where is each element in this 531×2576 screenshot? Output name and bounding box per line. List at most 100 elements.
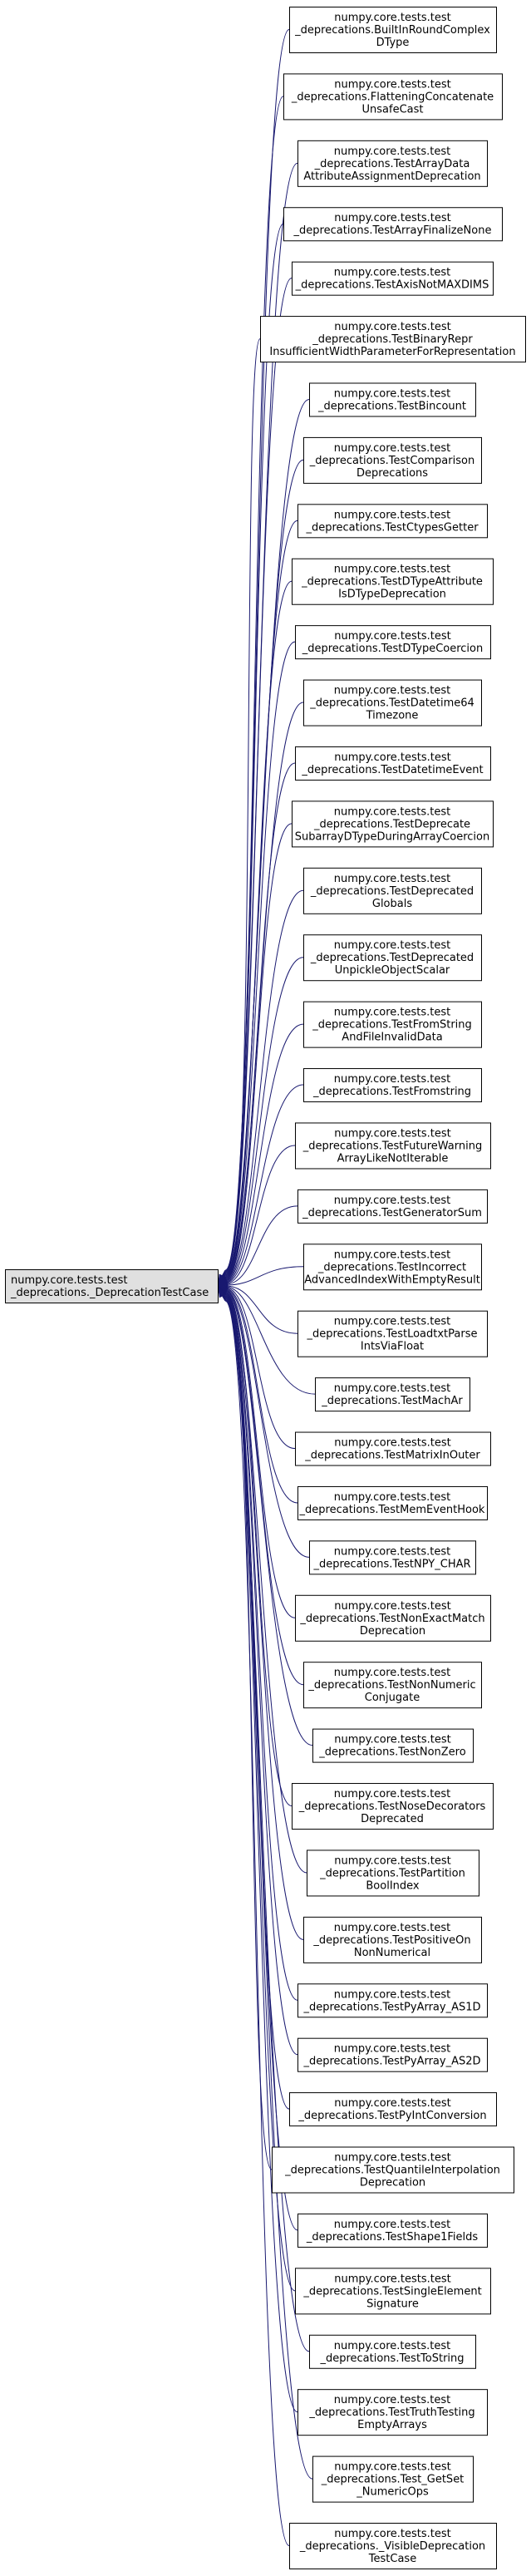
class-box — [289, 2092, 497, 2127]
class-name-line: _deprecations.TestDeprecate — [313, 818, 470, 830]
class-name-line: Deprecation — [360, 1625, 425, 1638]
node-test-matrix-in-outer[interactable]: numpy.core.tests.test_deprecations.TestM… — [295, 1431, 491, 1466]
class-box — [292, 558, 494, 605]
inheritance-edge — [224, 957, 304, 1283]
node-test-deprecated-unpickle-object-scalar[interactable]: numpy.core.tests.test_deprecations.TestD… — [303, 934, 482, 982]
node-test-future-warning-array-like-not-iterable[interactable]: numpy.core.tests.test_deprecations.TestF… — [295, 1122, 491, 1170]
class-name-line: numpy.core.tests.test — [334, 564, 451, 576]
node-test-to-string[interactable]: numpy.core.tests.test_deprecations.TestT… — [309, 2334, 476, 2369]
node-test-positive-on-non-numerical[interactable]: numpy.core.tests.test_deprecations.TestP… — [303, 1916, 482, 1963]
node-test-truth-testing-empty-arrays[interactable]: numpy.core.tests.test_deprecations.TestT… — [297, 2389, 488, 2436]
node-test-nose-decorators-deprecated[interactable]: numpy.core.tests.test_deprecations.TestN… — [292, 1783, 494, 1830]
node-test-ctypes-getter[interactable]: numpy.core.tests.test_deprecations.TestC… — [297, 504, 488, 539]
class-name-line: numpy.core.tests.test — [334, 1249, 451, 1261]
class-name-line: numpy.core.tests.test — [334, 12, 451, 24]
inheritance-edge — [224, 1286, 316, 1395]
class-name-line: numpy.core.tests.test — [334, 442, 451, 455]
class-name-line: numpy.core.tests.test — [11, 1274, 128, 1287]
node-test-non-exact-match-deprecation[interactable]: numpy.core.tests.test_deprecations.TestN… — [295, 1594, 491, 1642]
class-box — [295, 2268, 491, 2315]
class-name-line: numpy.core.tests.test — [334, 2394, 451, 2406]
class-name-line: _deprecations.TestDTypeCoercion — [302, 643, 484, 655]
node-test-loadtxt-parse-ints-via-float[interactable]: numpy.core.tests.test_deprecations.TestL… — [297, 1310, 488, 1357]
class-name-line: _deprecations.TestArrayData — [314, 158, 470, 170]
node-test-partition-bool-index[interactable]: numpy.core.tests.test_deprecations.TestP… — [307, 1849, 479, 1897]
node-test-quantile-interpolation-deprecation[interactable]: numpy.core.tests.test_deprecations.TestQ… — [272, 2146, 514, 2194]
class-box — [297, 2389, 488, 2436]
inheritance-edge — [224, 1285, 298, 1334]
class-name-line: Deprecated — [361, 1813, 424, 1825]
class-name-line: _deprecations.TestBinaryRepr — [312, 333, 473, 346]
node-test-mem-event-hook[interactable]: numpy.core.tests.test_deprecations.TestM… — [297, 1485, 488, 1520]
class-nodes: numpy.core.tests.test_deprecations._Depr… — [5, 7, 526, 2569]
class-name-line: numpy.core.tests.test — [334, 1734, 451, 1746]
node-flattening-concatenate-unsafe-cast[interactable]: numpy.core.tests.test_deprecations.Flatt… — [283, 73, 503, 121]
class-box — [295, 1431, 491, 1466]
node-test-bincount[interactable]: numpy.core.tests.test_deprecations.TestB… — [309, 382, 476, 417]
node-test-deprecated-globals[interactable]: numpy.core.tests.test_deprecations.TestD… — [303, 867, 482, 914]
node-test-pyarray-as1d[interactable]: numpy.core.tests.test_deprecations.TestP… — [297, 1983, 488, 2018]
node-test-array-data-attribute-assignment-deprecation[interactable]: numpy.core.tests.test_deprecations.TestA… — [297, 140, 488, 187]
node-test-pyarray-as2d[interactable]: numpy.core.tests.test_deprecations.TestP… — [297, 2037, 488, 2072]
class-name-line: _deprecations.Test_GetSet — [321, 2474, 465, 2486]
class-name-line: SubarrayDTypeDuringArrayCoercion — [295, 830, 489, 843]
class-name-line: Deprecation — [360, 2177, 425, 2189]
node-test-array-finalize-none[interactable]: numpy.core.tests.test_deprecations.TestA… — [283, 207, 503, 242]
node-test-datetime64-timezone[interactable]: numpy.core.tests.test_deprecations.TestD… — [303, 679, 482, 727]
class-name-line: TestCase — [368, 2553, 416, 2565]
class-name-line: Signature — [366, 2298, 419, 2310]
node-test-generator-sum[interactable]: numpy.core.tests.test_deprecations.TestG… — [297, 1189, 488, 1224]
class-box — [303, 867, 482, 914]
class-name-line: AttributeAssignmentDeprecation — [303, 170, 480, 183]
class-name-line: numpy.core.tests.test — [334, 630, 451, 643]
class-name-line: Conjugate — [365, 1692, 420, 1704]
class-name-line: numpy.core.tests.test — [334, 1316, 451, 1328]
node-builtin-round-complex-dtype[interactable]: numpy.core.tests.test_deprecations.Built… — [289, 7, 497, 53]
class-box — [292, 800, 494, 848]
node-test-npy-char[interactable]: numpy.core.tests.test_deprecations.TestN… — [309, 1540, 476, 1575]
inheritance-edge — [224, 889, 304, 1282]
node-visible-deprecation-test-case[interactable]: numpy.core.tests.test_deprecations._Visi… — [289, 2523, 497, 2569]
node-test-binary-repr-insufficient-width[interactable]: numpy.core.tests.test_deprecations.TestB… — [260, 316, 526, 363]
node-test-non-zero[interactable]: numpy.core.tests.test_deprecations.TestN… — [312, 1728, 474, 1763]
node-test-fromstring-and-file-invalid-data[interactable]: numpy.core.tests.test_deprecations.TestF… — [303, 1001, 482, 1048]
class-name-line: Globals — [372, 898, 412, 910]
node-test-deprecate-subarray-dtype[interactable]: numpy.core.tests.test_deprecations.TestD… — [292, 800, 494, 848]
inheritance-edge — [224, 580, 293, 1278]
class-box — [297, 2213, 488, 2248]
node-test-machar[interactable]: numpy.core.tests.test_deprecations.TestM… — [315, 1377, 470, 1412]
node-test-non-numeric-conjugate[interactable]: numpy.core.tests.test_deprecations.TestN… — [303, 1662, 482, 1709]
class-box — [292, 1783, 494, 1830]
base-class-node[interactable]: numpy.core.tests.test_deprecations._Depr… — [5, 1269, 219, 1303]
node-test-datetime-event[interactable]: numpy.core.tests.test_deprecations.TestD… — [295, 746, 491, 781]
node-test-fromstring[interactable]: numpy.core.tests.test_deprecations.TestF… — [303, 1068, 482, 1103]
class-name-line: EmptyArrays — [357, 2419, 427, 2431]
class-name-line: BoolIndex — [366, 1879, 420, 1892]
class-name-line: numpy.core.tests.test — [334, 1073, 451, 1086]
class-name-line: numpy.core.tests.test — [334, 1437, 451, 1450]
class-box — [297, 1983, 488, 2018]
node-test-axis-not-maxdims[interactable]: numpy.core.tests.test_deprecations.TestA… — [292, 261, 494, 296]
class-name-line: numpy.core.tests.test — [334, 212, 451, 224]
node-test-comparison-deprecations[interactable]: numpy.core.tests.test_deprecations.TestC… — [303, 436, 482, 484]
node-test-shape1-fields[interactable]: numpy.core.tests.test_deprecations.TestS… — [297, 2213, 488, 2248]
node-test-dtype-coercion[interactable]: numpy.core.tests.test_deprecations.TestD… — [295, 625, 491, 660]
inheritance-edge — [224, 1300, 290, 2546]
class-box — [309, 1540, 476, 1575]
node-test-single-element-signature[interactable]: numpy.core.tests.test_deprecations.TestS… — [295, 2268, 491, 2315]
class-box — [272, 2146, 514, 2194]
class-name-line: numpy.core.tests.test — [334, 1854, 451, 1867]
class-name-line: AndFileInvalidData — [342, 1032, 442, 1044]
class-name-line: numpy.core.tests.test — [334, 509, 451, 521]
node-test-incorrect-advanced-index[interactable]: numpy.core.tests.test_deprecations.TestI… — [303, 1244, 482, 1291]
inheritance-edge — [224, 1289, 296, 1618]
node-test-dtype-attribute-is-dtype-deprecation[interactable]: numpy.core.tests.test_deprecations.TestD… — [292, 558, 494, 605]
inheritance-edge — [224, 1288, 298, 1504]
node-test-pyint-conversion[interactable]: numpy.core.tests.test_deprecations.TestP… — [289, 2092, 497, 2127]
node-test-getset-numeric-ops[interactable]: numpy.core.tests.test_deprecations.Test_… — [312, 2455, 474, 2503]
class-name-line: numpy.core.tests.test — [334, 1127, 451, 1140]
class-name-line: _deprecations.TestIncorrect — [317, 1261, 466, 1273]
class-box — [307, 1849, 479, 1897]
class-box — [303, 679, 482, 727]
class-box — [303, 1244, 482, 1291]
